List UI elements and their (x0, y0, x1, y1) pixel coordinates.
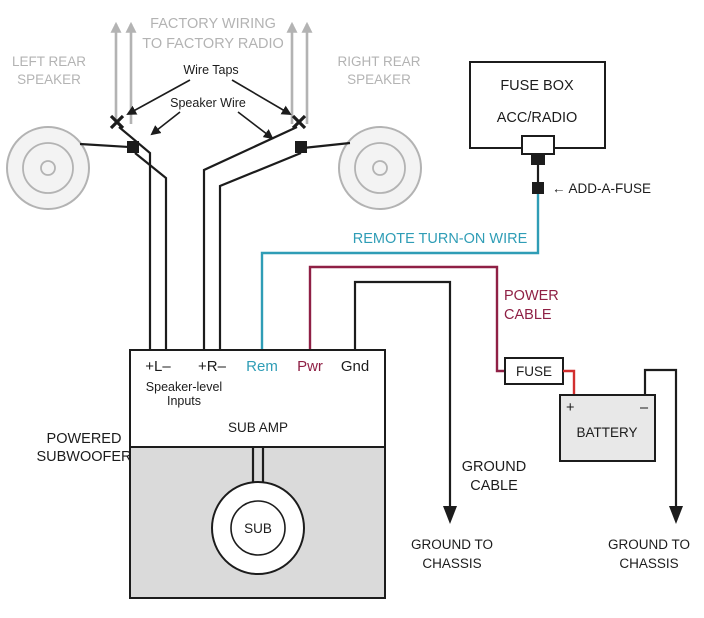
battery-box (559, 394, 656, 462)
right-rear-speaker (338, 126, 422, 210)
sub-amp-box (129, 349, 386, 448)
speaker-wire-pointer (150, 111, 181, 136)
inline-fuse-label: FUSE (516, 364, 552, 379)
speaker-wire-left-a (118, 126, 152, 350)
fuse-to-battery-wire (563, 369, 576, 395)
speaker-level-inputs-label: Speaker-level (146, 380, 222, 394)
ground-to-chassis-label: GROUND TO (608, 537, 690, 552)
right-speaker-lead (302, 141, 351, 150)
right-rear-speaker-label: SPEAKER (347, 72, 411, 87)
ground-cable-label: GROUND (462, 459, 526, 475)
ground-to-chassis-label: CHASSIS (422, 556, 481, 571)
amp-terminal-left: +L– (145, 358, 171, 375)
ground-cable-wire (353, 280, 452, 508)
battery-negative-terminal: – (640, 400, 649, 416)
amp-terminal-gnd: Gnd (341, 358, 369, 375)
ground-to-chassis-label: CHASSIS (619, 556, 678, 571)
speaker-wire-label: Speaker Wire (170, 96, 246, 110)
sub-amp-label: SUB AMP (228, 420, 288, 435)
left-wire-tap (109, 114, 125, 130)
right-wire-tap (291, 114, 307, 130)
wire-taps-pointer (231, 79, 292, 116)
amp-terminal-right: +R– (198, 358, 227, 375)
power-cable-wire (308, 265, 505, 373)
speaker-wire-right-a (202, 126, 298, 350)
wire-taps-pointer (126, 79, 191, 115)
factory-wiring-label: FACTORY WIRING (150, 16, 276, 32)
battery-label: BATTERY (576, 425, 637, 440)
left-rear-speaker-label: SPEAKER (17, 72, 81, 87)
acc-radio-pin (531, 154, 545, 165)
fuse-box-title: FUSE BOX (500, 78, 574, 94)
speaker-wire-pointer (237, 111, 274, 140)
left-rear-speaker-label: LEFT REAR (12, 54, 86, 69)
wire-taps-label: Wire Taps (183, 63, 238, 77)
remote-turn-on-wire (260, 194, 540, 350)
power-cable-label: POWER (504, 288, 559, 304)
powered-subwoofer-label: SUBWOOFER (36, 449, 131, 465)
speaker-wire-right-b (218, 151, 302, 350)
right-wire-connector (295, 141, 307, 153)
fuse-box-circuit-label: ACC/RADIO (497, 110, 578, 126)
fuse-box (469, 61, 606, 149)
sub-driver-label: SUB (244, 521, 272, 536)
left-rear-speaker (6, 126, 90, 210)
sub-driver (211, 481, 305, 575)
ground-arrow (669, 506, 683, 524)
ground-cable-label: CABLE (470, 478, 518, 494)
amp-terminal-pwr: Pwr (297, 358, 323, 375)
add-a-fuse-label: ← ADD-A-FUSE (552, 181, 651, 196)
battery-positive-terminal: + (566, 400, 574, 416)
ground-arrow (443, 506, 457, 524)
left-wire-connector (127, 141, 139, 153)
remote-turn-on-label: REMOTE TURN-ON WIRE (353, 231, 528, 247)
ground-to-chassis-label: GROUND TO (411, 537, 493, 552)
speaker-wire-left-b (134, 152, 168, 350)
add-a-fuse-connector (532, 182, 544, 194)
speaker-level-inputs-label: Inputs (167, 394, 201, 408)
right-rear-speaker-label: RIGHT REAR (337, 54, 420, 69)
acc-radio-terminal (521, 135, 555, 155)
battery-ground-wire (643, 368, 678, 508)
left-speaker-lead (79, 142, 130, 149)
powered-subwoofer-label: POWERED (47, 431, 122, 447)
amp-terminal-rem: Rem (246, 358, 278, 375)
factory-wiring-label: TO FACTORY RADIO (142, 36, 284, 52)
power-cable-label: CABLE (504, 307, 552, 323)
